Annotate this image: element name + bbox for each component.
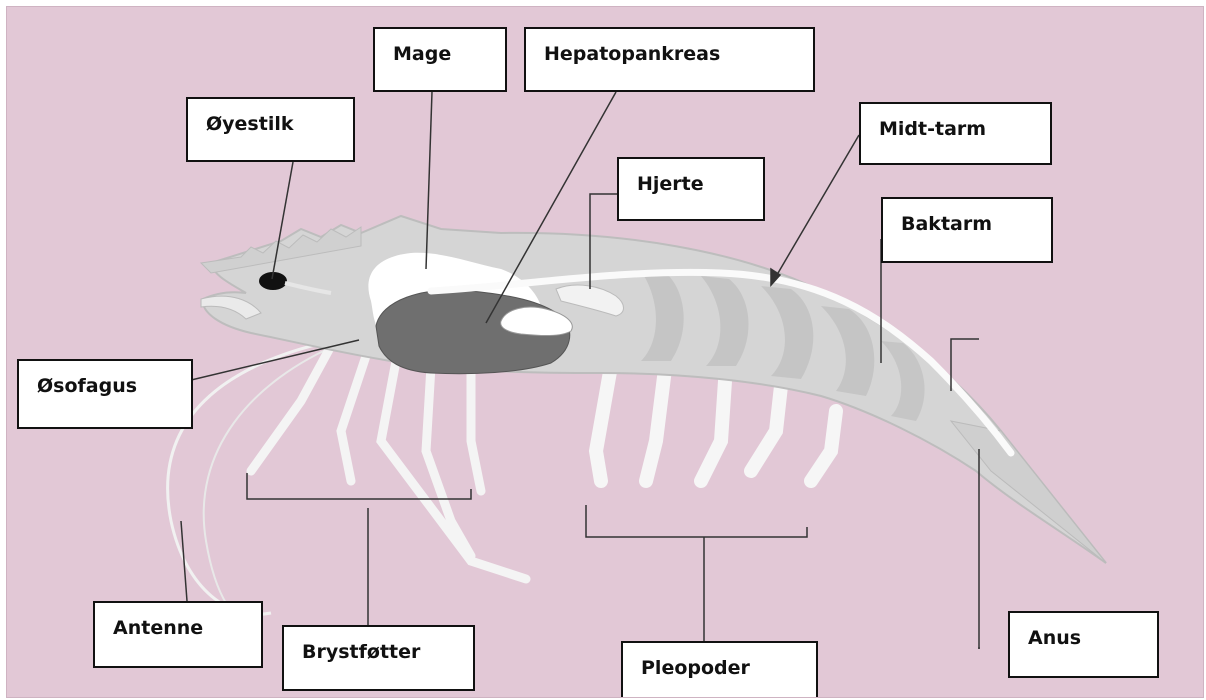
label-brystfotter: Brystføtter (282, 625, 475, 691)
label-anus: Anus (1008, 611, 1159, 678)
walking-legs (251, 346, 526, 579)
shrimp-body (203, 216, 1106, 563)
label-oyestilk: Øyestilk (186, 97, 355, 162)
tail-fan (951, 421, 1106, 563)
diagram-canvas: Mage Hepatopankreas Øyestilk Midt-tarm H… (6, 6, 1204, 698)
label-antenne: Antenne (93, 601, 263, 668)
label-midt-tarm: Midt-tarm (859, 102, 1052, 165)
label-baktarm: Baktarm (881, 197, 1053, 263)
label-mage: Mage (373, 27, 507, 92)
label-hjerte: Hjerte (617, 157, 765, 221)
label-osofagus: Øsofagus (17, 359, 193, 429)
label-hepatopankreas: Hepatopankreas (524, 27, 815, 92)
label-pleopoder: Pleopoder (621, 641, 818, 698)
